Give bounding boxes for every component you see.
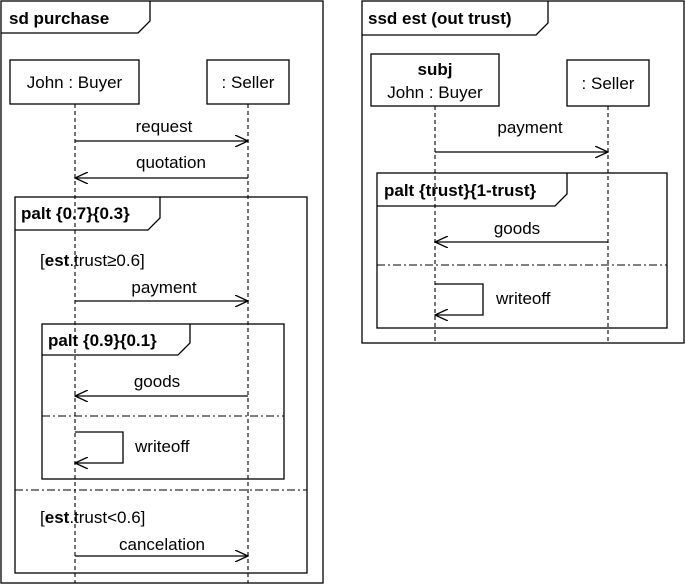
buyer-lifeline-head (9, 59, 140, 105)
outer-palt-fragment (14, 196, 308, 574)
subj-buyer-lifeline-label: John : Buyer (387, 83, 483, 102)
subj-buyer-lifeline-head (370, 53, 500, 107)
seller-lifeline-label-right: : Seller (582, 74, 635, 93)
inner-palt-tab (42, 324, 191, 356)
ssd-est-frame-label: ssd est (out trust) (368, 9, 512, 28)
inner-palt-fragment (41, 323, 285, 480)
ssd-est-diagram: ssd est (out trust) subj John : Buyer : … (361, 0, 685, 344)
msg-writeoff-label-right: writeoff (495, 289, 551, 308)
msg-request-label: request (136, 117, 193, 136)
msg-payment-label-right: payment (497, 118, 562, 137)
trust-palt-tab (377, 173, 568, 207)
outer-palt-tab (15, 197, 161, 231)
trust-palt-label: palt {trust}{1-trust} (384, 181, 536, 200)
guard-trust-low: [est.trust<0.6] (40, 508, 145, 527)
seller-lifeline-label: : Seller (222, 73, 275, 92)
trust-palt-fragment (376, 172, 668, 329)
outer-palt-label: palt {0.7}{0.3} (21, 204, 130, 223)
msg-writeoff-label: writeoff (134, 437, 190, 456)
msg-goods-label-right: goods (494, 219, 540, 238)
msg-writeoff-arrow-right (435, 283, 484, 315)
msg-cancelation-label: cancelation (119, 535, 205, 554)
guard-trust-high: [est.trust≥0.6] (40, 251, 145, 270)
inner-palt-label: palt {0.9}{0.1} (48, 331, 157, 350)
sd-purchase-frame-label: sd purchase (9, 9, 109, 28)
msg-quotation-label: quotation (136, 153, 206, 172)
msg-writeoff-arrow (75, 431, 124, 463)
sd-purchase-diagram: sd purchase John : Buyer : Seller reques… (0, 0, 324, 584)
sd-purchase-frame-tab (1, 1, 151, 34)
msg-payment-label: payment (131, 278, 196, 297)
ssd-est-frame-tab (362, 1, 549, 36)
seller-lifeline-head-right (566, 59, 650, 107)
subj-stereotype-label: subj (418, 60, 453, 79)
msg-goods-label: goods (134, 372, 180, 391)
buyer-lifeline-label: John : Buyer (27, 73, 123, 92)
